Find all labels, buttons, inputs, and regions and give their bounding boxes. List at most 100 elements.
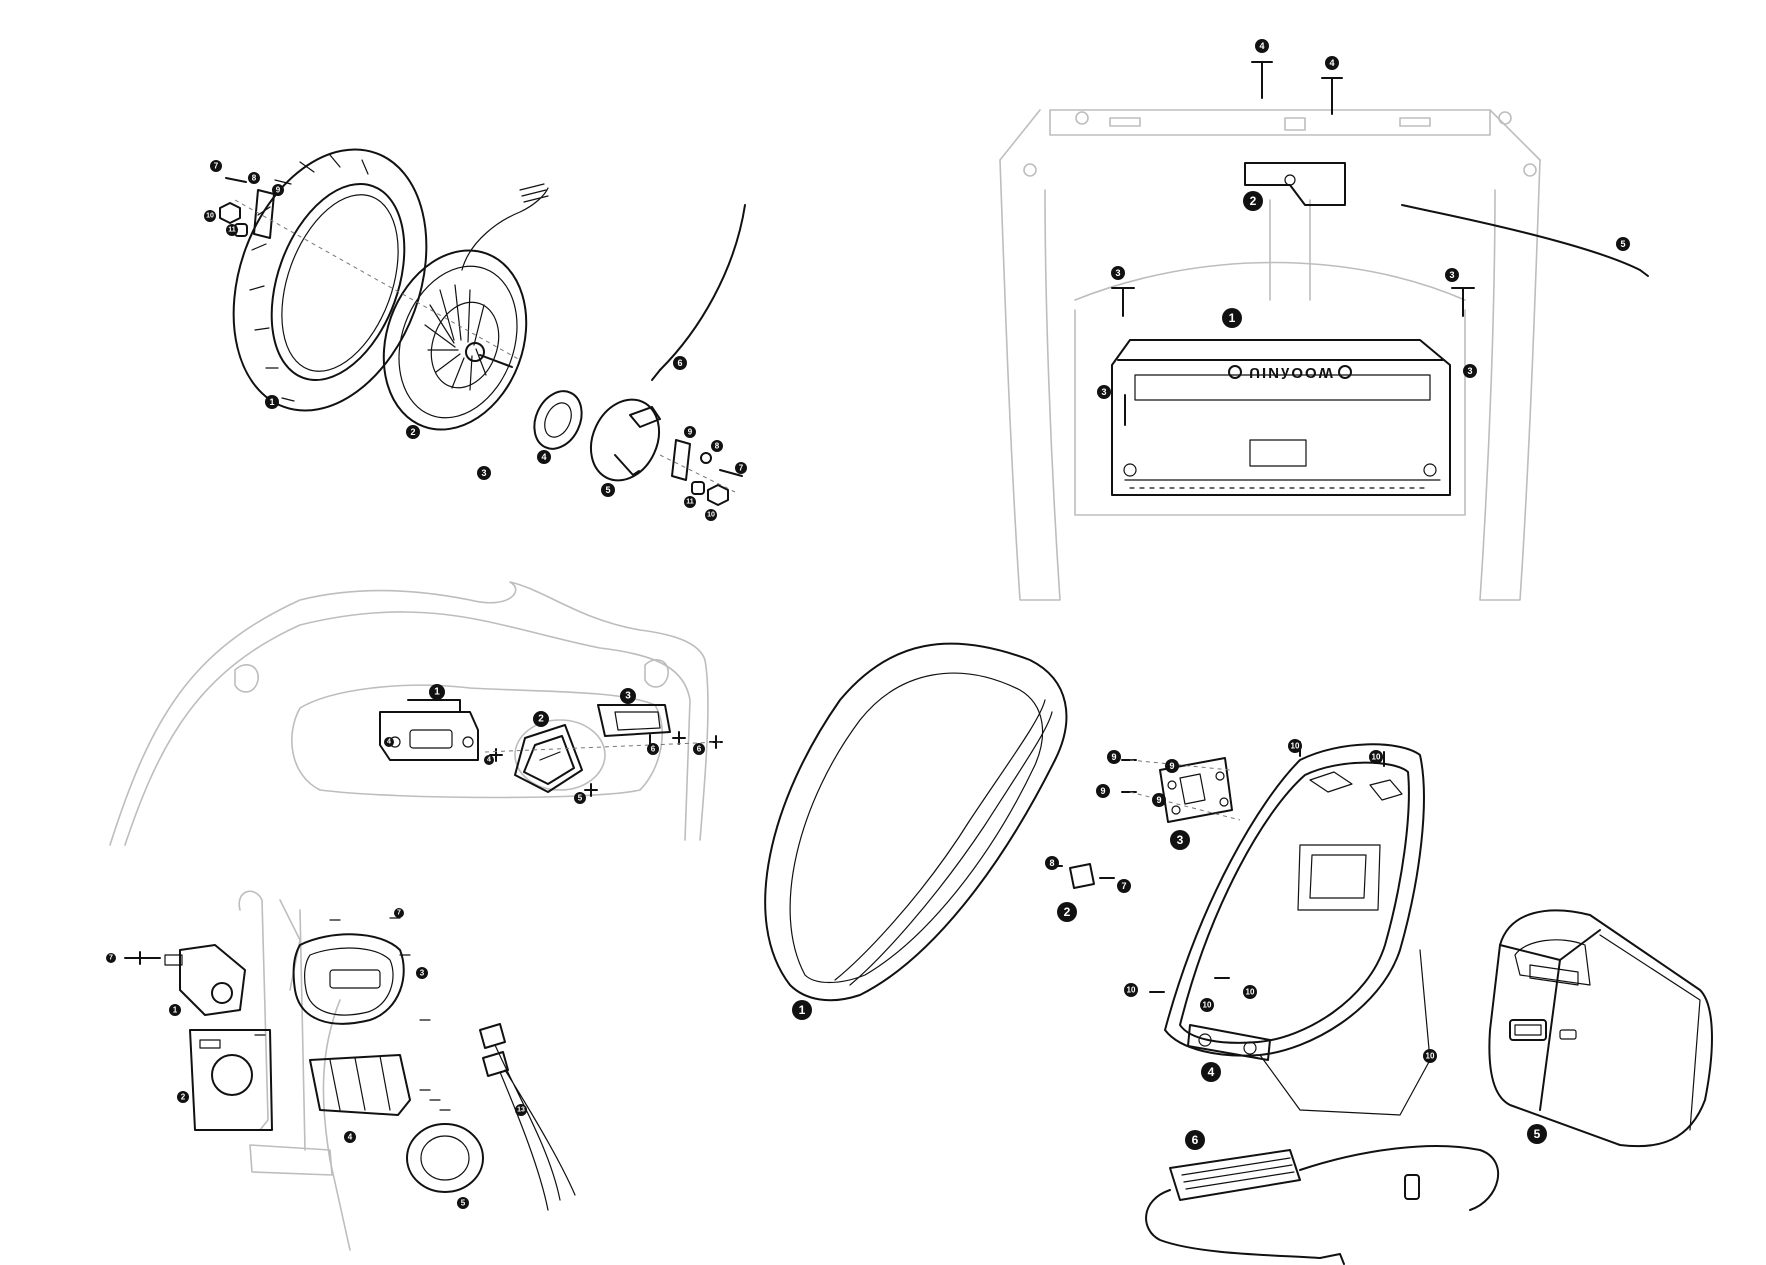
callout-seat-battery: 1 2 3 4 5 6 7 8 9 9 9 9 10 10 10 10 10 1… — [792, 739, 1547, 1150]
svg-text:6: 6 — [651, 745, 656, 754]
front-screws — [254, 917, 451, 1111]
wheel-hub-motor — [382, 183, 549, 431]
svg-text:7: 7 — [109, 955, 113, 962]
svg-text:2: 2 — [1250, 194, 1257, 208]
controller-assembly: WOOʎNIU 1 2 3 3 3 3 4 4 5 — [999, 39, 1649, 601]
hinge — [1187, 1024, 1271, 1061]
bearing — [533, 390, 583, 450]
relay-module — [309, 1054, 411, 1116]
svg-text:4: 4 — [541, 452, 546, 462]
svg-text:4: 4 — [1259, 41, 1264, 51]
horn — [406, 1123, 484, 1193]
svg-text:3: 3 — [1467, 366, 1472, 376]
svg-text:1: 1 — [173, 1006, 178, 1015]
svg-text:4: 4 — [387, 739, 391, 746]
svg-text:3: 3 — [420, 969, 425, 978]
svg-text:6: 6 — [677, 358, 682, 368]
callout-rear-panel: 1 2 3 4 4 5 6 6 — [384, 684, 705, 804]
svg-text:11: 11 — [228, 227, 236, 234]
svg-text:1: 1 — [1229, 311, 1236, 325]
svg-text:9: 9 — [1156, 795, 1161, 805]
svg-text:5: 5 — [1620, 239, 1625, 249]
svg-text:6: 6 — [697, 745, 702, 754]
svg-text:5: 5 — [1534, 1127, 1541, 1141]
ignition-switch — [124, 944, 246, 1016]
svg-text:10: 10 — [1426, 1052, 1435, 1061]
svg-text:1: 1 — [434, 687, 440, 698]
latch-clip — [1049, 863, 1115, 889]
svg-text:10: 10 — [206, 213, 214, 220]
svg-text:9: 9 — [1100, 786, 1105, 796]
callout-rear-wheel: 1 2 3 4 5 6 7 8 9 10 11 7 8 9 10 11 — [204, 160, 747, 521]
wiring-harness — [479, 1023, 576, 1211]
trunk-box — [1164, 743, 1431, 1116]
svg-text:3: 3 — [481, 468, 486, 478]
svg-text:6: 6 — [1192, 1133, 1199, 1147]
svg-text:4: 4 — [1329, 58, 1334, 68]
rear-panel-assembly: 1 2 3 4 4 5 6 6 — [109, 581, 723, 846]
svg-text:4: 4 — [1208, 1065, 1215, 1079]
svg-text:9: 9 — [276, 186, 281, 195]
usb-socket — [379, 699, 479, 761]
svg-text:3: 3 — [1115, 268, 1120, 278]
headlight-lens — [292, 933, 405, 1025]
axle-hardware-right — [659, 439, 743, 506]
svg-text:9: 9 — [1111, 752, 1116, 762]
svg-text:10: 10 — [707, 512, 715, 519]
svg-text:5: 5 — [605, 485, 610, 495]
svg-text:7: 7 — [397, 910, 401, 917]
brake-cable — [651, 204, 746, 381]
battery-pack — [1488, 909, 1713, 1148]
svg-text:2: 2 — [181, 1093, 186, 1102]
svg-text:7: 7 — [739, 464, 744, 473]
svg-text:2: 2 — [410, 427, 415, 437]
svg-text:8: 8 — [715, 442, 720, 451]
callout-headlight: 1 2 3 4 5 7 7 13 — [106, 908, 527, 1209]
svg-text:3: 3 — [1177, 833, 1184, 847]
brand-logo: WOOʎNIU — [1247, 364, 1333, 381]
svg-text:9: 9 — [688, 428, 693, 437]
svg-text:1: 1 — [799, 1003, 806, 1017]
rear-wheel-assembly: 1 2 3 4 5 6 7 8 9 10 11 7 8 9 10 11 — [204, 148, 747, 521]
svg-text:5: 5 — [461, 1199, 466, 1208]
svg-text:10: 10 — [1372, 753, 1381, 762]
svg-text:3: 3 — [1101, 387, 1106, 397]
controller-unit: WOOʎNIU — [1111, 339, 1451, 496]
svg-text:10: 10 — [1291, 742, 1300, 751]
svg-text:10: 10 — [1127, 986, 1136, 995]
callout-controller: 1 2 3 3 3 3 4 4 5 — [1097, 39, 1630, 399]
svg-text:4: 4 — [487, 757, 491, 764]
lock-latch — [597, 704, 671, 746]
svg-text:3: 3 — [1449, 270, 1454, 280]
mount-bracket — [1244, 162, 1346, 206]
svg-text:2: 2 — [538, 714, 544, 725]
svg-text:10: 10 — [1246, 988, 1255, 997]
svg-text:9: 9 — [1169, 761, 1174, 771]
brake-plate — [589, 398, 661, 482]
svg-text:5: 5 — [578, 794, 583, 803]
svg-text:1: 1 — [269, 397, 274, 407]
charger — [1145, 1145, 1499, 1265]
tire — [232, 148, 428, 412]
panel-screws — [484, 731, 723, 797]
svg-text:10: 10 — [1203, 1001, 1212, 1010]
svg-text:8: 8 — [252, 174, 257, 183]
svg-text:4: 4 — [348, 1133, 353, 1142]
svg-text:3: 3 — [625, 691, 631, 702]
seat-battery-assembly: 1 2 3 4 5 6 7 8 9 9 9 9 10 10 10 10 10 1… — [764, 642, 1713, 1265]
seat — [764, 642, 1068, 1002]
cover-gasket — [514, 724, 583, 793]
front-frame-outline — [238, 890, 351, 1251]
svg-text:8: 8 — [1049, 858, 1054, 868]
svg-text:11: 11 — [686, 499, 694, 506]
seat-lock-plate — [1159, 757, 1233, 823]
body-outline — [109, 581, 709, 846]
headlight-assembly: 1 2 3 4 5 7 7 13 — [106, 890, 576, 1251]
svg-text:2: 2 — [1064, 905, 1071, 919]
svg-text:7: 7 — [214, 162, 219, 171]
controller-screws — [1111, 61, 1475, 426]
lock-cylinder-bracket — [189, 1029, 273, 1131]
frame-outline — [999, 109, 1541, 601]
svg-text:7: 7 — [1121, 881, 1126, 891]
